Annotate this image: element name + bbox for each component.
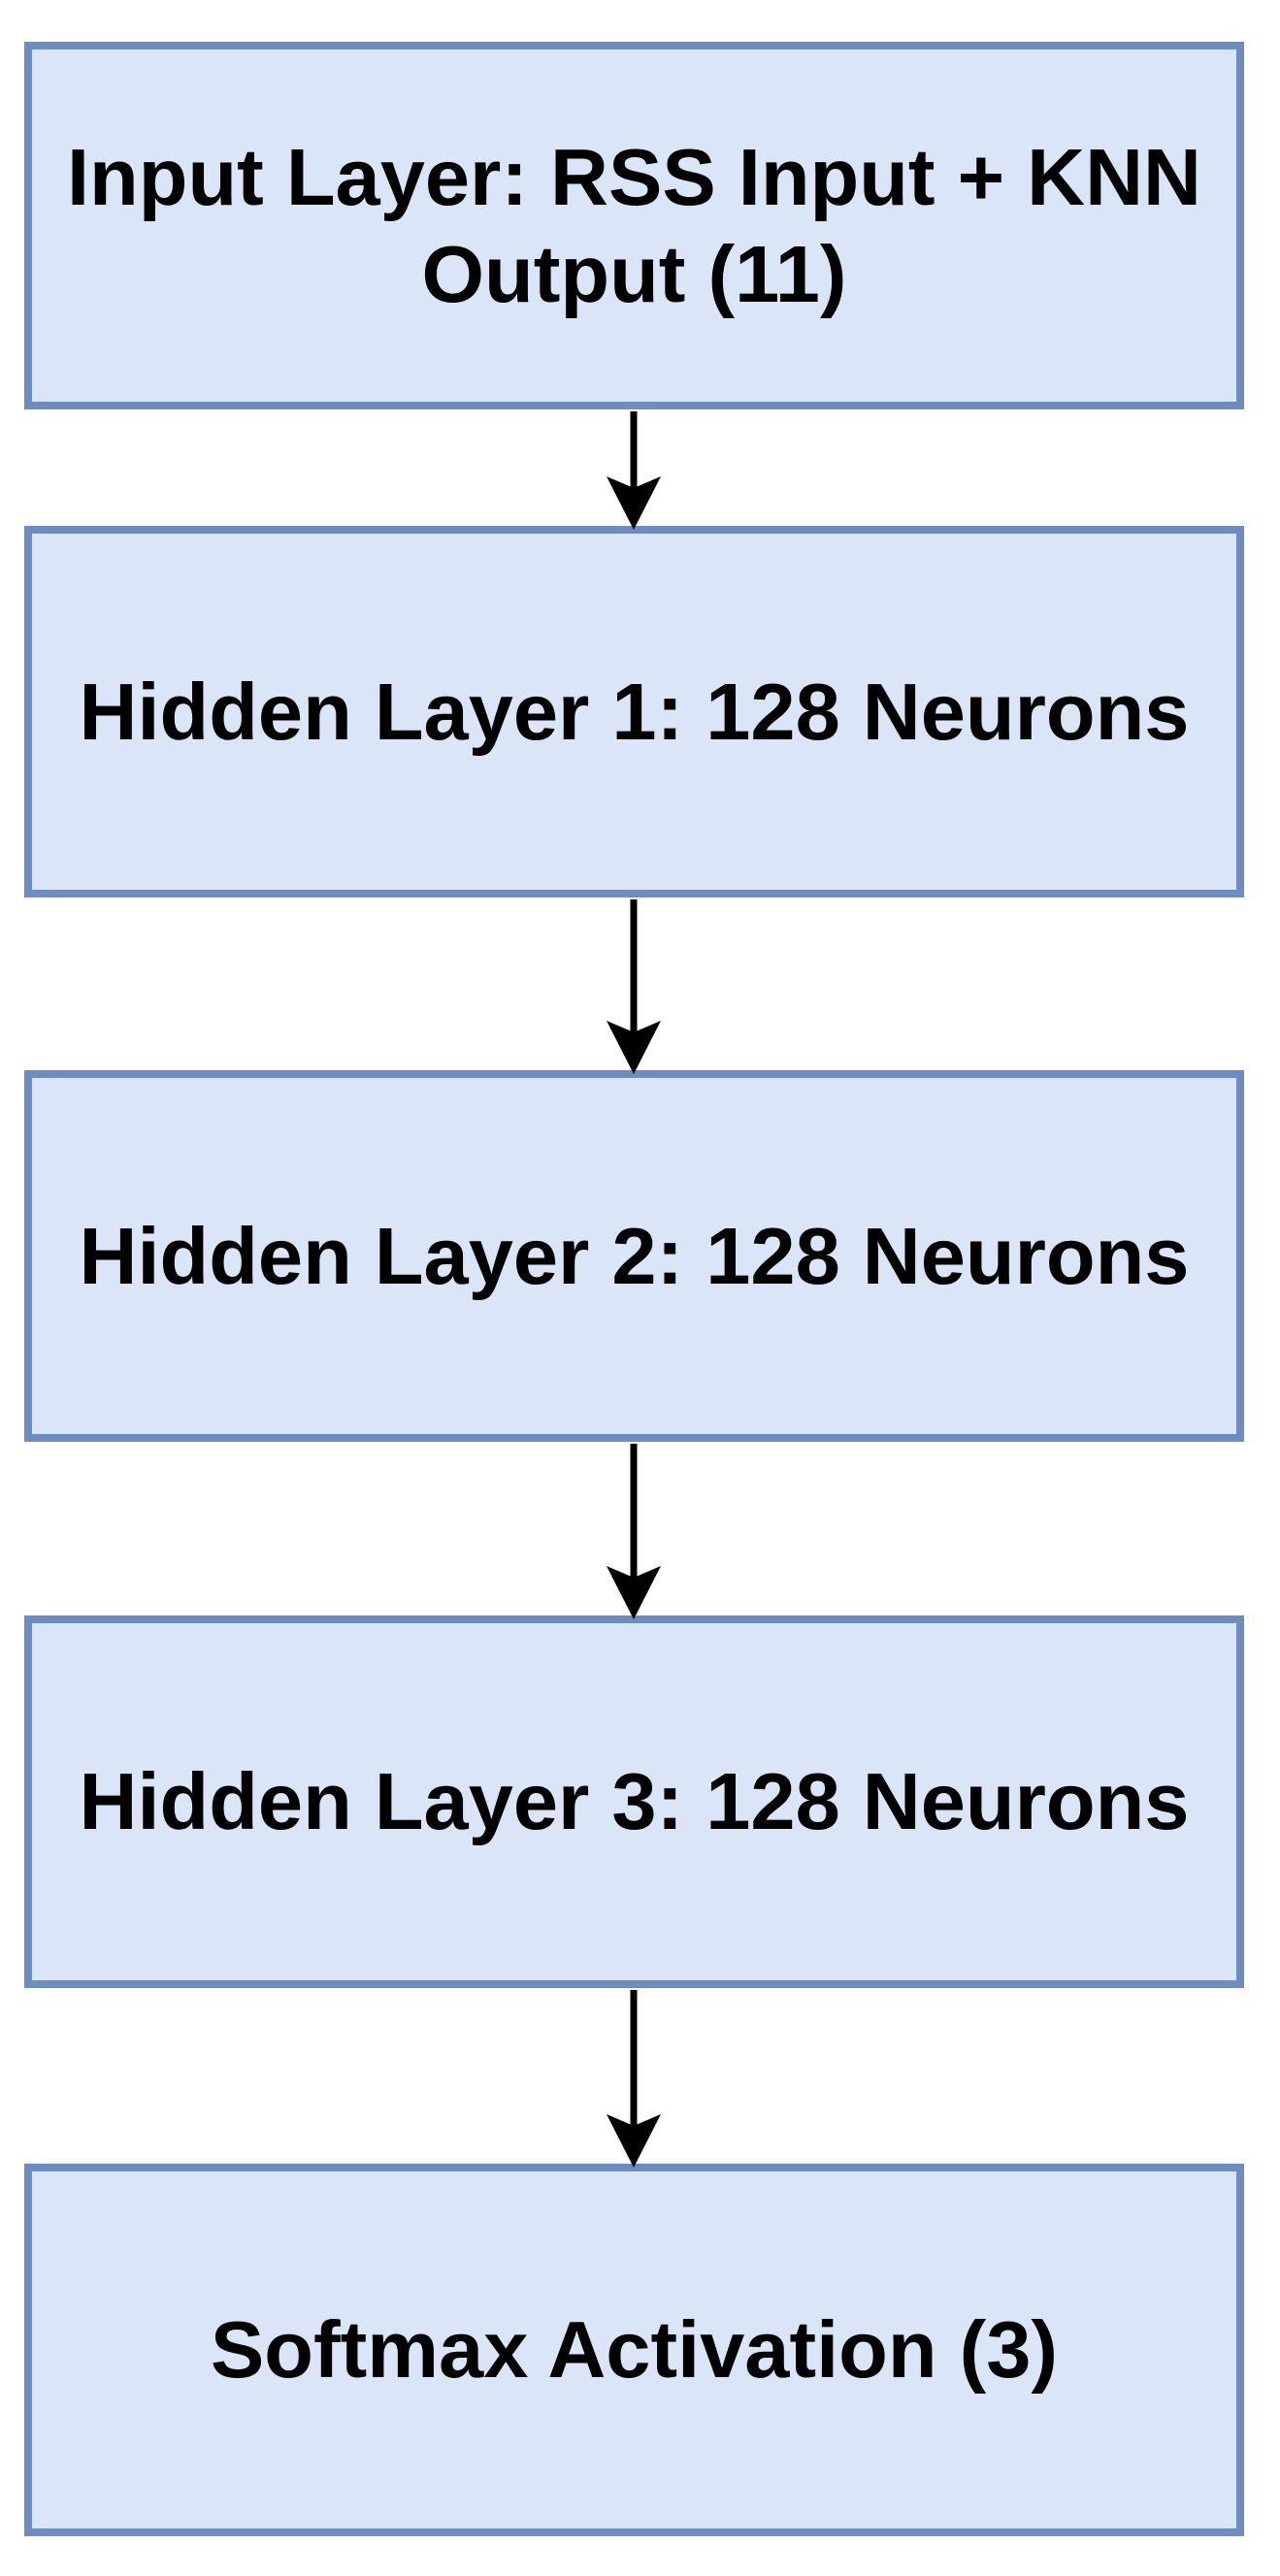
arrow-head-icon: [607, 2114, 661, 2168]
flow-arrow-2: [607, 899, 661, 1074]
flow-arrow-3: [607, 1444, 661, 1619]
flow-arrow-4: [607, 1990, 661, 2168]
node-hidden-layer-2: Hidden Layer 2: 128 Neurons: [24, 1070, 1244, 1442]
node-hidden-layer-1-label: Hidden Layer 1: 128 Neurons: [79, 666, 1190, 757]
node-hidden-layer-1: Hidden Layer 1: 128 Neurons: [24, 526, 1244, 897]
node-hidden-layer-3: Hidden Layer 3: 128 Neurons: [24, 1615, 1244, 1988]
node-hidden-layer-3-label: Hidden Layer 3: 128 Neurons: [79, 1756, 1190, 1847]
node-input-layer-label: Input Layer: RSS Input + KNN Output (11): [67, 131, 1201, 319]
arrow-head-icon: [607, 1566, 661, 1619]
arrow-head-icon: [607, 1021, 661, 1074]
arrow-head-icon: [607, 476, 661, 530]
node-hidden-layer-2-label: Hidden Layer 2: 128 Neurons: [79, 1210, 1190, 1301]
node-input-layer: Input Layer: RSS Input + KNN Output (11): [24, 42, 1244, 409]
node-softmax-output: Softmax Activation (3): [24, 2164, 1244, 2536]
node-softmax-output-label: Softmax Activation (3): [210, 2304, 1059, 2396]
flow-arrow-1: [607, 411, 661, 530]
